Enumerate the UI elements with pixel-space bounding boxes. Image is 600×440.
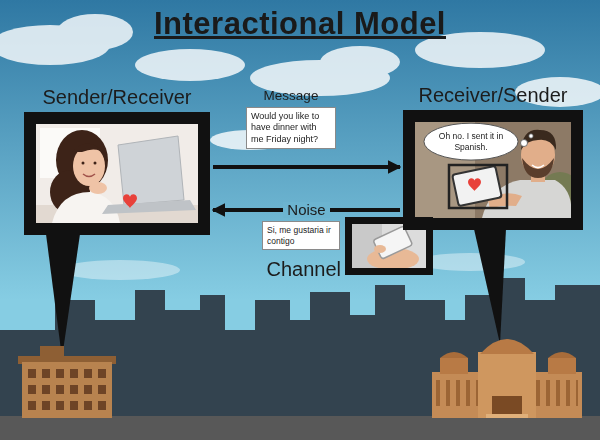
bubble-shape [424, 123, 518, 160]
man-with-tablet [521, 130, 556, 150]
body-text: Would you like to have dinner with me Fr… [251, 111, 331, 145]
channel-frame: Channel [345, 217, 433, 275]
city-skyline [0, 278, 600, 440]
pointer-triangles [474, 229, 506, 344]
mall-building [486, 414, 528, 418]
home-building [26, 367, 110, 415]
clouds [57, 14, 133, 50]
home-building [18, 346, 116, 418]
woman-with-laptop [102, 200, 196, 214]
mall-building [440, 352, 468, 358]
woman-with-laptop [36, 124, 198, 223]
edge-label: Noise [283, 202, 329, 218]
man-with-tablet [521, 140, 528, 147]
man-with-tablet [415, 122, 571, 218]
man-with-tablet [532, 165, 544, 168]
woman-with-laptop [89, 182, 107, 194]
thought-bubble: Oh no. I sent it in Spanish. [423, 122, 519, 161]
woman-with-laptop [82, 162, 85, 165]
man-with-tablet [468, 178, 481, 191]
clouds [60, 260, 180, 280]
receiver-frame: Receiver/SenderOh no. I sent it in Spani… [403, 110, 583, 230]
woman-with-laptop [36, 124, 198, 223]
pointer-triangles [46, 234, 80, 358]
message-box: MessageWould you like to have dinner wit… [246, 107, 336, 149]
sender-frame: Sender/Receiver [24, 112, 210, 235]
home-building [22, 362, 112, 418]
clouds [0, 14, 600, 280]
phone-in-hands [352, 224, 426, 270]
man-with-tablet [449, 165, 507, 208]
mall-building [548, 352, 576, 358]
woman-with-laptop [72, 143, 106, 154]
clouds [135, 49, 245, 81]
woman-with-laptop [83, 174, 95, 177]
man-with-tablet [452, 166, 502, 206]
man-with-tablet [415, 122, 580, 218]
heading-label: Message [264, 88, 319, 104]
heading-label: Channel [266, 258, 341, 281]
woman-with-laptop [123, 194, 137, 208]
phone-in-hands [373, 226, 413, 259]
heading-label: Sender/Receiver [43, 86, 192, 109]
diagram-title: Interactional Model [0, 6, 600, 42]
woman-with-laptop [94, 162, 97, 165]
noise-box: Si, me gustaria ir contigo [262, 221, 340, 250]
mall-building [478, 352, 536, 418]
ground [0, 416, 600, 440]
man-with-tablet [522, 158, 554, 178]
clouds [320, 46, 400, 78]
mall-building [548, 358, 576, 374]
body-text: Si, me gustaria ir contigo [267, 225, 335, 246]
mall-building [432, 339, 582, 418]
heading-label: Receiver/Sender [419, 84, 568, 107]
man-with-tablet [529, 134, 533, 138]
mall-building [480, 339, 534, 354]
body-text: Oh no. I sent it in Spanish. [437, 131, 505, 152]
flow-arrow [213, 165, 400, 169]
phone-in-hands [374, 245, 386, 253]
mall-building [440, 358, 468, 374]
